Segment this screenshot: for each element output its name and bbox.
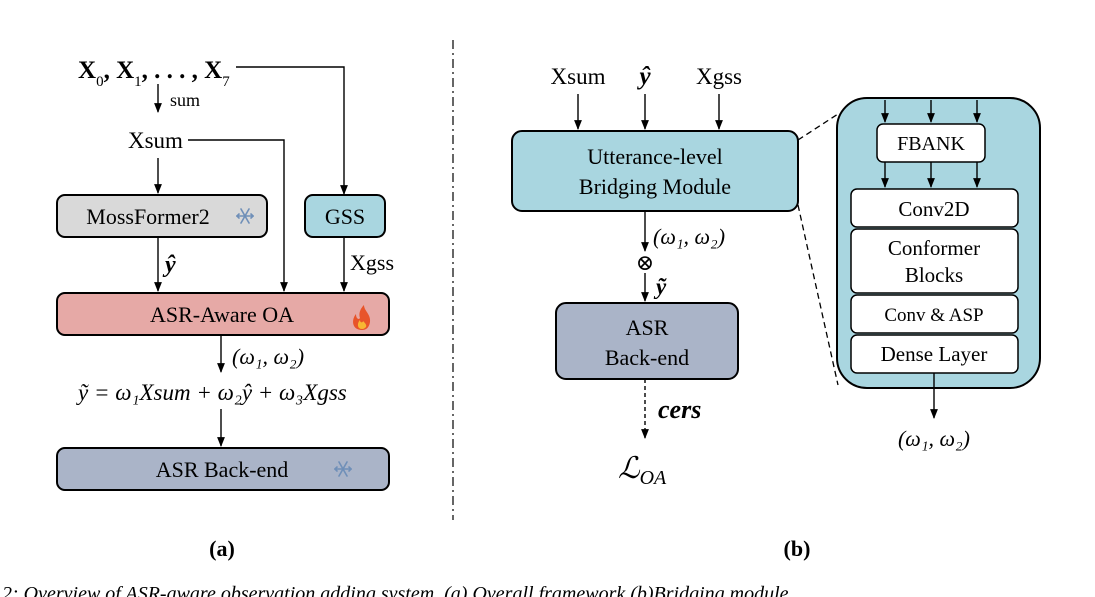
detail-output-label: (ω₁, ω₂) xyxy=(898,426,970,451)
asr-aware-oa-box xyxy=(56,292,390,336)
bridging-module-box xyxy=(511,130,799,212)
panel-a: X0, X1, . . . , X7 sum Xsum MossFormer2 … xyxy=(56,57,394,561)
conv2d-box xyxy=(850,188,1019,228)
arrow-xsum-to-oa xyxy=(188,139,288,292)
asr-backend-box-a xyxy=(56,447,390,491)
panel-b: Xsum ŷ Xgss Utterance-level Bridging Mod… xyxy=(511,63,1041,561)
zoom-line-bottom xyxy=(797,204,839,386)
mossformer-box xyxy=(56,194,268,238)
weights-label-b: (ω₁, ω₂) xyxy=(653,224,725,249)
bridging-line2: Bridging Module xyxy=(579,174,731,199)
snowflake-icon xyxy=(334,461,352,477)
flame-icon xyxy=(353,305,371,330)
conv-asp-label: Conv & ASP xyxy=(884,305,983,326)
backend-line1-b: ASR xyxy=(626,315,669,340)
sum-label: sum xyxy=(170,90,200,110)
cers-label: cers xyxy=(658,395,701,424)
conv-asp-box xyxy=(850,294,1019,334)
yhat-label-b: ŷ xyxy=(636,63,651,90)
weights-label-a: (ω₁, ω₂) xyxy=(232,344,304,369)
panel-b-label: (b) xyxy=(784,536,811,561)
mossformer-label: MossFormer2 xyxy=(86,204,209,229)
asr-backend-box-b xyxy=(555,302,739,380)
yhat-label: ŷ xyxy=(162,252,176,278)
xsum-label: Xsum xyxy=(128,128,183,153)
equation-label: ỹ = ω₁Xsum + ω₂ŷ + ω₃Xgss xyxy=(76,380,347,405)
bridging-line1: Utterance-level xyxy=(587,144,723,169)
gss-box xyxy=(304,194,386,238)
conformer-line2: Blocks xyxy=(905,263,963,287)
snowflake-icon xyxy=(236,208,254,224)
figure: X0, X1, . . . , X7 sum Xsum MossFormer2 … xyxy=(56,40,1041,561)
asr-backend-label-a: ASR Back-end xyxy=(156,457,289,482)
loss-symbol: ℒ xyxy=(618,452,641,485)
loss-label: ℒOA xyxy=(618,452,667,489)
dense-layer-label: Dense Layer xyxy=(881,342,988,366)
backend-line2-b: Back-end xyxy=(605,345,689,370)
fbank-label: FBANK xyxy=(897,133,965,155)
figure-caption: 2: Overview of ASR-aware observation add… xyxy=(2,583,789,597)
zoom-line-top xyxy=(797,113,839,141)
arrow-inputs-to-gss xyxy=(236,66,348,195)
loss-subscript: OA xyxy=(640,467,667,489)
otimes-symbol: ⊗ xyxy=(636,250,654,275)
ytilde-label-b: ỹ xyxy=(653,274,667,299)
bridging-detail: FBANK Conv2D Conformer Blocks Conv & ASP… xyxy=(836,97,1041,451)
conformer-line1: Conformer xyxy=(888,236,980,260)
gss-label: GSS xyxy=(325,204,365,229)
xgss-label-b: Xgss xyxy=(696,64,742,89)
inputs-label: X0, X1, . . . , X7 xyxy=(78,57,230,90)
xsum-label-b: Xsum xyxy=(551,64,606,89)
conformer-box xyxy=(850,228,1019,294)
conv2d-label: Conv2D xyxy=(898,197,969,221)
asr-aware-oa-label: ASR-Aware OA xyxy=(150,302,294,327)
panel-a-label: (a) xyxy=(209,536,235,561)
xgss-label: Xgss xyxy=(350,250,394,275)
